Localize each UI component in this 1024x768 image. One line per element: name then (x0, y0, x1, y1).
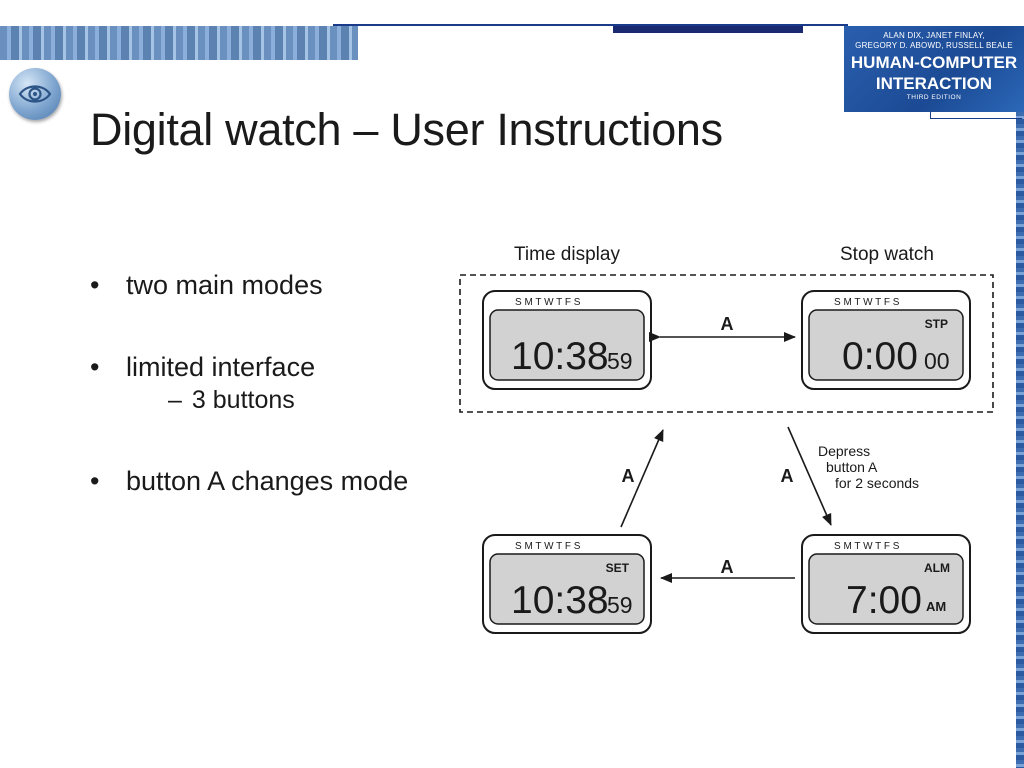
watch-seconds: 59 (607, 348, 633, 374)
bullet-dot: • (90, 466, 100, 496)
arrow-label-a: A (622, 466, 635, 486)
header-decoration-strip (0, 26, 358, 60)
watch-mode-indicator: STP (925, 317, 948, 331)
depress-note-line2: button A (826, 459, 878, 475)
stop-watch-label: Stop watch (840, 244, 934, 265)
arrow-set-to-time (620, 429, 664, 528)
watch-days: S M T W T F S (834, 297, 900, 308)
bullet-dot: • (90, 270, 100, 300)
eye-logo (9, 68, 61, 120)
sub-bullet-text: 3 buttons (191, 386, 295, 414)
watch-main-digits: 10:38 (511, 335, 609, 378)
book-underline (930, 118, 1022, 119)
watch-set-mode: S M T W T F S SET 10:38 59 (482, 534, 652, 634)
watch-main-digits: 10:38 (511, 579, 609, 622)
bullet-list: • two main modes • limited interface –3 … (90, 268, 408, 498)
arrow-label-a: A (721, 314, 734, 334)
watch-mode-indicator: ALM (924, 561, 950, 575)
watch-alarm-mode: S M T W T F S ALM 7:00 AM (801, 534, 971, 634)
watch-mode-indicator: SET (606, 561, 630, 575)
watch-lcd (808, 309, 964, 381)
right-decoration-bar (1016, 112, 1024, 768)
book-tick (930, 110, 931, 119)
slide-title: Digital watch – User Instructions (90, 104, 723, 155)
watch-main-digits: 0:00 (842, 335, 918, 378)
watch-days: S M T W T F S (515, 297, 581, 308)
book-cover-logo: ALAN DIX, JANET FINLAY, GREGORY D. ABOWD… (844, 26, 1024, 112)
time-display-label: Time display (514, 244, 620, 265)
bullet-text: button A changes mode (126, 466, 409, 496)
bullet-item: • limited interface (90, 350, 408, 384)
sub-bullet-item: –3 buttons (90, 384, 408, 416)
bullet-dot: • (90, 352, 100, 382)
watch-main-digits: 7:00 (846, 579, 922, 622)
book-title-1: HUMAN-COMPUTER (850, 53, 1018, 72)
watch-lcd (808, 553, 964, 625)
book-edition: THIRD EDITION (906, 94, 962, 101)
arrow-stop-to-alarm (787, 426, 832, 526)
watch-lcd (489, 309, 645, 381)
depress-note-line3: for 2 seconds (835, 475, 919, 491)
eye-icon (18, 85, 52, 103)
arrow-label-a: A (721, 557, 734, 577)
book-authors-2: GREGORY D. ABOWD, RUSSELL BEALE (855, 41, 1013, 50)
bullet-item: • button A changes mode (90, 464, 408, 498)
watch-days: S M T W T F S (515, 541, 581, 552)
watch-am-indicator: AM (926, 599, 946, 614)
watch-lcd (489, 553, 645, 625)
watch-stop-watch: S M T W T F S STP 0:00 00 (801, 290, 971, 390)
depress-note-line1: Depress (818, 443, 870, 459)
watch-seconds: 00 (924, 348, 950, 374)
book-authors-1: ALAN DIX, JANET FINLAY, (883, 31, 985, 40)
sub-bullet-dash: – (168, 386, 182, 414)
arrow-label-a: A (781, 466, 794, 486)
main-modes-group (459, 274, 994, 413)
book-title-2: INTERACTION (875, 74, 993, 93)
bullet-text: two main modes (126, 270, 323, 300)
watch-time-display: S M T W T F S 10:38 59 (482, 290, 652, 390)
bullet-text: limited interface (126, 352, 316, 382)
header-dark-bar (613, 26, 803, 33)
watch-seconds: 59 (607, 592, 633, 618)
watch-days: S M T W T F S (834, 541, 900, 552)
bullet-item: • two main modes (90, 268, 408, 302)
header-line (333, 24, 848, 26)
